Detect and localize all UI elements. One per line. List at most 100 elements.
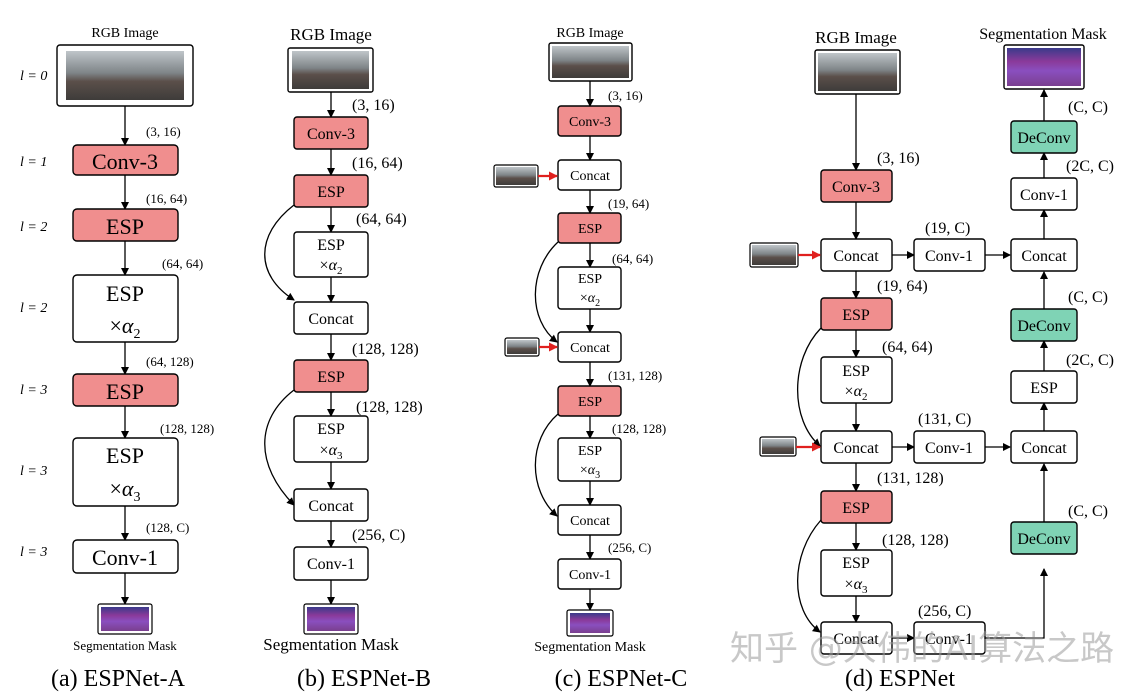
rgb-image-label: RGB Image <box>815 28 897 47</box>
segmentation-mask-thumbnail <box>101 607 149 631</box>
dim-label: (3, 16) <box>608 88 643 103</box>
esp-label: ESP <box>842 500 870 517</box>
dim-label: (19, 64) <box>877 278 928 295</box>
alpha3-label: ×α3 <box>845 576 868 596</box>
dim-label: (128, 128) <box>352 341 419 358</box>
dim-label: (64, 64) <box>356 211 407 228</box>
dim-label: (2C, C) <box>1066 158 1114 175</box>
esp-label: ESP <box>106 214 144 239</box>
segmentation-mask-label: Segmentation Mask <box>534 640 646 655</box>
alpha2-label: ×α2 <box>580 291 600 309</box>
segmentation-mask-label: Segmentation Mask <box>979 26 1107 43</box>
input-image-thumbnail <box>507 340 537 354</box>
dim-label: (2C, C) <box>1066 352 1114 369</box>
dim-label: (3, 16) <box>877 150 920 167</box>
level-label: l = 2 <box>20 220 47 235</box>
dim-label: (64, 64) <box>612 251 653 266</box>
concat-label: Concat <box>570 514 610 529</box>
esp-label: ESP <box>842 555 870 572</box>
esp-label: ESP <box>578 395 602 410</box>
concat-label: Concat <box>308 311 354 328</box>
level-label: l = 1 <box>20 155 47 170</box>
alpha3-label: ×α3 <box>320 442 343 462</box>
rgb-image-label: RGB Image <box>290 25 372 44</box>
segmentation-mask-thumbnail <box>1007 48 1081 86</box>
input-image-thumbnail <box>762 439 794 454</box>
input-image-thumbnail <box>752 245 796 265</box>
concat-label: Concat <box>308 498 354 515</box>
dim-label: (128, 128) <box>356 399 423 416</box>
alpha2-label: ×α2 <box>845 383 868 403</box>
alpha2-label: ×α2 <box>320 257 343 277</box>
conv3-label: Conv-3 <box>307 126 355 143</box>
espnet-c: RGB Image (3, 16) Conv-3 Concat (19, 64)… <box>493 26 688 692</box>
dim-label: (128, 128) <box>160 421 214 436</box>
esp-label: ESP <box>317 369 345 386</box>
rgb-image-thumbnail <box>818 53 897 91</box>
dim-label: (256, C) <box>608 540 651 555</box>
dim-label: (64, 64) <box>162 256 203 271</box>
conv1-label: Conv-1 <box>925 248 973 265</box>
segmentation-mask-label: Segmentation Mask <box>73 638 177 653</box>
conv3-label: Conv-3 <box>832 179 880 196</box>
concat-label: Concat <box>570 169 610 184</box>
dim-label: (128, C) <box>146 520 189 535</box>
watermark-text: 知乎 @大伟的AI算法之路 <box>730 629 1114 669</box>
esp-label: ESP <box>842 363 870 380</box>
alpha2-label: ×α2 <box>110 313 141 342</box>
concat-label: Concat <box>1021 440 1067 457</box>
level-label: l = 2 <box>20 301 47 316</box>
dim-label: (131, C) <box>918 411 971 428</box>
esp-label: ESP <box>842 307 870 324</box>
dim-label: (3, 16) <box>146 124 181 139</box>
conv1-label: Conv-1 <box>92 545 158 570</box>
esp-label: ESP <box>106 379 144 404</box>
esp-label: ESP <box>317 237 345 254</box>
deconv-label: DeConv <box>1017 531 1070 548</box>
dim-label: (131, 128) <box>877 470 944 487</box>
concat-label: Concat <box>833 631 879 648</box>
dim-label: (64, 64) <box>882 339 933 356</box>
dim-label: (C, C) <box>1068 99 1108 116</box>
esp-label: ESP <box>578 444 602 459</box>
rgb-image-label: RGB Image <box>556 26 623 41</box>
segmentation-mask-thumbnail <box>307 607 355 631</box>
esp-label: ESP <box>578 272 602 287</box>
dim-label: (19, 64) <box>608 196 649 211</box>
dim-label: (128, 128) <box>882 532 949 549</box>
esp-label: ESP <box>317 184 345 201</box>
dim-label: (256, C) <box>352 527 405 544</box>
deconv-label: DeConv <box>1017 318 1070 335</box>
dim-label: (128, 128) <box>612 421 666 436</box>
caption-c: (c) ESPNet-C <box>555 666 688 692</box>
conv1-label: Conv-1 <box>925 440 973 457</box>
rgb-image-label: RGB Image <box>91 26 158 41</box>
espnet-d: RGB Image (3, 16) Conv-3 Concat (19, C) … <box>749 26 1114 692</box>
esp-label: ESP <box>106 281 144 306</box>
level-label: l = 0 <box>20 69 47 84</box>
espnet-a: RGB Image l = 0 l = 1 l = 2 l = 2 l = 3 … <box>20 26 214 692</box>
caption-a: (a) ESPNet-A <box>51 666 186 692</box>
concat-label: Concat <box>833 248 879 265</box>
esp-label: ESP <box>106 443 144 468</box>
caption-d: (d) ESPNet <box>845 666 955 692</box>
conv1-label: Conv-1 <box>1020 187 1068 204</box>
esp-label: ESP <box>317 421 345 438</box>
segmentation-mask-label: Segmentation Mask <box>263 635 399 654</box>
segmentation-mask-thumbnail <box>570 613 610 633</box>
rgb-image-thumbnail <box>552 46 629 78</box>
dim-label: (19, C) <box>925 220 970 237</box>
alpha3-label: ×α3 <box>580 463 600 481</box>
dim-label: (256, C) <box>918 603 971 620</box>
conv3-label: Conv-3 <box>92 149 158 174</box>
dim-label: (16, 64) <box>146 191 187 206</box>
dim-label: (64, 128) <box>146 354 194 369</box>
level-label: l = 3 <box>20 383 47 398</box>
dim-label: (3, 16) <box>352 97 395 114</box>
esp-label: ESP <box>578 222 602 237</box>
conv3-label: Conv-3 <box>569 115 611 130</box>
dim-label: (C, C) <box>1068 503 1108 520</box>
rgb-image-thumbnail <box>292 51 369 89</box>
